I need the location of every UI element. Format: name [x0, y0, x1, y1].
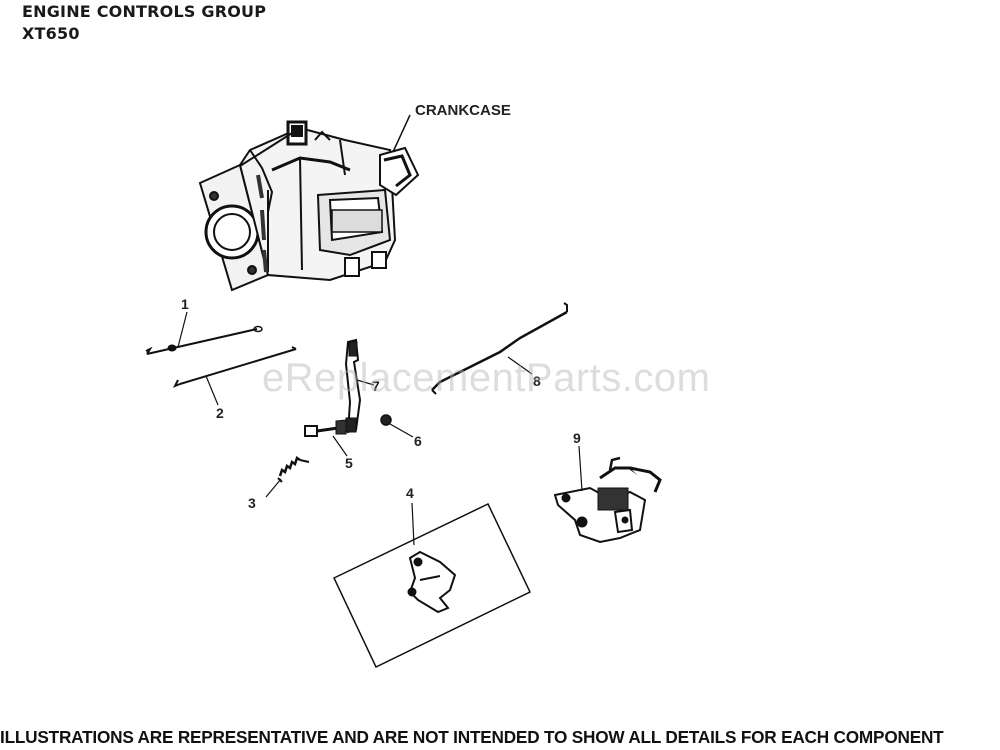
callout-5: 5 — [345, 455, 353, 471]
callout-9: 9 — [573, 430, 581, 446]
callout-2: 2 — [216, 405, 224, 421]
part-2-throttle-linkage[interactable] — [172, 346, 297, 388]
model-number: XT650 — [22, 24, 80, 43]
crankcase-leader — [392, 114, 411, 153]
part-4-bracket[interactable] — [407, 550, 457, 614]
callout-1: 1 — [181, 296, 189, 312]
part-1-governor-rod[interactable] — [145, 325, 263, 355]
part-7-governor-lever[interactable] — [344, 338, 362, 434]
part-8-choke-rod[interactable] — [431, 302, 568, 395]
disclaimer-footer: ILLUSTRATIONS ARE REPRESENTATIVE AND ARE… — [0, 727, 944, 747]
callout-6: 6 — [414, 433, 422, 449]
watermark: eReplacementParts.com — [262, 356, 711, 400]
part-6-nut[interactable] — [380, 414, 392, 426]
crankcase-illustration[interactable] — [198, 120, 420, 292]
callout-4: 4 — [406, 485, 414, 501]
crankcase-label: CRANKCASE — [415, 102, 511, 119]
callout-3: 3 — [248, 495, 256, 511]
part-3-spring[interactable] — [277, 456, 310, 483]
callout-7: 7 — [372, 378, 380, 394]
part-5-bolt[interactable] — [304, 419, 347, 437]
callout-8: 8 — [533, 373, 541, 389]
part-9-control-bracket[interactable] — [553, 456, 662, 544]
diagram-title: ENGINE CONTROLS GROUP — [22, 2, 267, 21]
